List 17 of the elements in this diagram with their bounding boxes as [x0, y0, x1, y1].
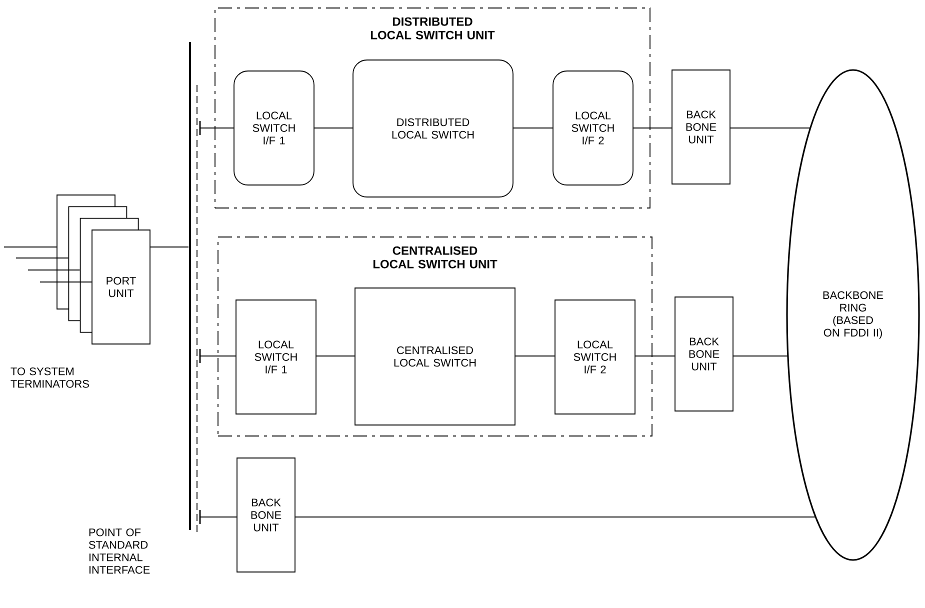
- switch-box: LOCAL SWITCH I/F 2: [552, 70, 634, 186]
- switch-box: LOCAL SWITCH I/F 1: [234, 70, 314, 186]
- unit-box: LOCAL SWITCH I/F 2: [554, 300, 636, 414]
- connector-line: [4, 246, 57, 248]
- bus-line: [189, 42, 191, 530]
- unit-box: BACK BONE UNIT: [674, 296, 734, 412]
- unit-box: CENTRALISED LOCAL SWITCH: [354, 288, 516, 426]
- note-text: POINT OF STANDARD INTERNAL INTERFACE: [88, 528, 150, 574]
- connector-line: [295, 516, 816, 518]
- port-unit-stack: PORT UNIT: [56, 194, 150, 344]
- unit-box: LOCAL SWITCH I/F 1: [236, 300, 316, 414]
- connector-line: [200, 516, 237, 518]
- unit-box: BACK BONE UNIT: [236, 458, 296, 572]
- switch-box: DISTRIBUTED LOCAL SWITCH: [352, 60, 514, 198]
- note-text: TO SYSTEM TERMINATORS: [10, 367, 89, 388]
- connector-line: [150, 246, 189, 248]
- unit-box: BACK BONE UNIT: [672, 70, 730, 184]
